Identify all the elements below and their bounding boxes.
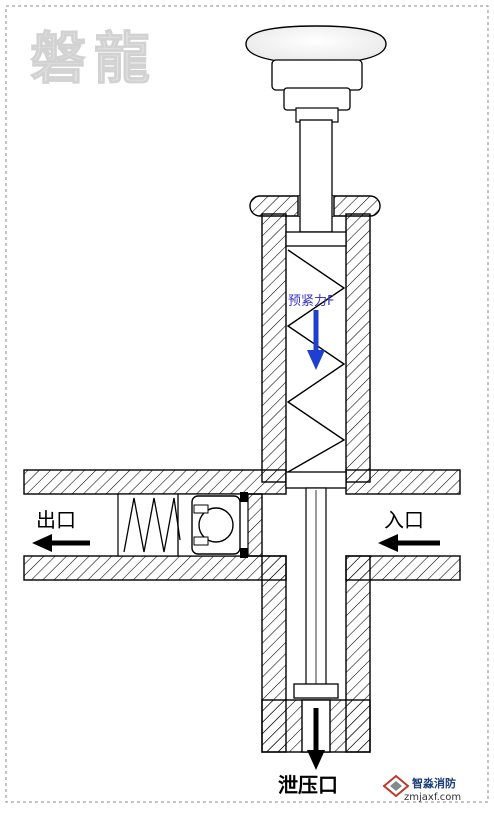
- preload-arrow: [307, 310, 325, 370]
- relief-port-label: 泄压口: [278, 773, 338, 797]
- inlet-arrow: [378, 534, 440, 552]
- inlet-label: 入口: [384, 508, 424, 532]
- outlet-label: 出口: [36, 508, 76, 532]
- dashed-border: [5, 5, 489, 803]
- plunger-assembly: [245, 25, 387, 699]
- main-spring: [286, 249, 346, 473]
- plunger-stem: [299, 119, 333, 233]
- relief-arrow: [307, 708, 325, 770]
- knob: [245, 25, 387, 65]
- outlet-arrow: [32, 534, 90, 552]
- watermark-text: 磐龍: [30, 27, 158, 92]
- brand-name: 智淼消防: [412, 776, 456, 790]
- check-valve: [123, 492, 248, 558]
- brand-url: zmjaxf.com: [404, 792, 461, 803]
- brand-logo: 智淼消防 zmjaxf.com: [382, 774, 461, 803]
- valve-body-walls: [23, 195, 461, 753]
- preload-force-label: 预紧力F: [288, 294, 334, 309]
